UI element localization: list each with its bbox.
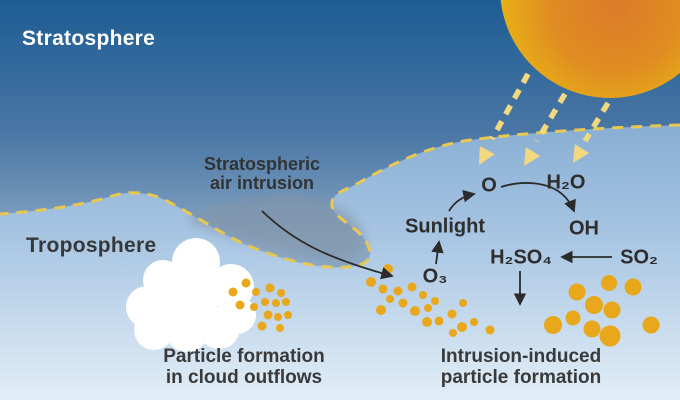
- particle-dot: [282, 298, 290, 306]
- stratosphere-region: [0, 0, 680, 268]
- particle-dot: [235, 300, 245, 310]
- particle-dot: [447, 309, 457, 319]
- particle-dot: [457, 322, 467, 332]
- particle-dot: [386, 295, 394, 303]
- troposphere-label: Troposphere: [26, 234, 157, 257]
- particle-dot: [470, 318, 478, 326]
- particle-dot: [601, 275, 617, 291]
- particle-dot: [624, 278, 642, 296]
- particle-dot: [544, 316, 562, 334]
- particle-dot: [241, 278, 251, 288]
- so2-label: SO₂: [620, 246, 658, 269]
- particle-dot: [585, 296, 603, 314]
- particle-dot: [485, 325, 495, 335]
- particle-dot: [407, 282, 417, 292]
- h2so4-label: H₂SO₄: [490, 246, 552, 269]
- particle-dot: [431, 297, 439, 305]
- particle-dot: [376, 305, 386, 315]
- air-intrusion-line2: air intrusion: [209, 173, 315, 193]
- particle-dot: [419, 291, 427, 299]
- cloud-caption-line1: Particle formation: [163, 346, 325, 367]
- o3-label: O₃: [422, 265, 448, 288]
- o-to-oh-arrow: [500, 182, 576, 213]
- sun-rays: [479, 72, 611, 166]
- particle-dot: [250, 303, 258, 311]
- particle-dot: [228, 287, 238, 297]
- stratosphere-label: Stratosphere: [22, 27, 156, 50]
- particle-dot: [261, 298, 269, 306]
- particle-dot: [378, 284, 388, 294]
- particle-dot: [410, 306, 420, 316]
- particle-dot: [424, 304, 432, 312]
- cloud-caption: Particle formation in cloud outflows: [163, 346, 325, 388]
- air-intrusion-line1: Stratospheric: [203, 154, 321, 174]
- particle-dot: [434, 316, 444, 326]
- oh-label: OH: [569, 217, 599, 240]
- o3-to-sunlight-arrow: [431, 240, 444, 265]
- sunlight-label: Sunlight: [405, 215, 485, 238]
- particle-dot: [568, 283, 586, 301]
- particle-dot: [366, 277, 376, 287]
- tropopause-boundary: [0, 123, 680, 269]
- particle-dot: [603, 301, 621, 319]
- particle-dot: [276, 324, 284, 332]
- intrusion-caption: Intrusion-induced particle formation: [441, 346, 601, 388]
- particle-dot: [274, 313, 282, 321]
- particle-dot: [284, 311, 292, 319]
- particle-dot: [398, 298, 408, 308]
- intrusion-caption-line1: Intrusion-induced: [440, 346, 602, 367]
- particle-dot: [583, 320, 601, 338]
- particle-dot: [263, 310, 273, 320]
- particle-dot: [422, 317, 432, 327]
- particle-dot: [599, 325, 621, 347]
- particle-dot: [272, 299, 280, 307]
- intrusion-tongue: [190, 195, 366, 260]
- intrusion-caption-line2: particle formation: [440, 367, 602, 388]
- flow-arrows: [261, 182, 612, 306]
- particle-dot: [459, 299, 467, 307]
- particle-dot: [383, 264, 393, 274]
- particle-dots: [228, 264, 660, 347]
- particle-dot: [252, 288, 260, 296]
- particle-dot: [265, 283, 275, 293]
- particle-dot: [565, 310, 581, 326]
- particle-dot: [277, 289, 285, 297]
- cloud: [126, 238, 256, 352]
- air-intrusion-arrow: [261, 210, 394, 280]
- air-intrusion-label: Stratospheric air intrusion: [204, 155, 320, 193]
- particle-dot: [393, 286, 403, 296]
- particle-dot: [449, 329, 457, 337]
- particle-dot: [257, 321, 267, 331]
- h2o-label: H₂O: [546, 171, 586, 194]
- cloud-caption-line2: in cloud outflows: [165, 367, 323, 388]
- sunlight-to-o-arrow: [448, 189, 476, 212]
- o-label: O: [481, 174, 497, 197]
- particle-dot: [642, 316, 660, 334]
- sun: [500, 0, 680, 98]
